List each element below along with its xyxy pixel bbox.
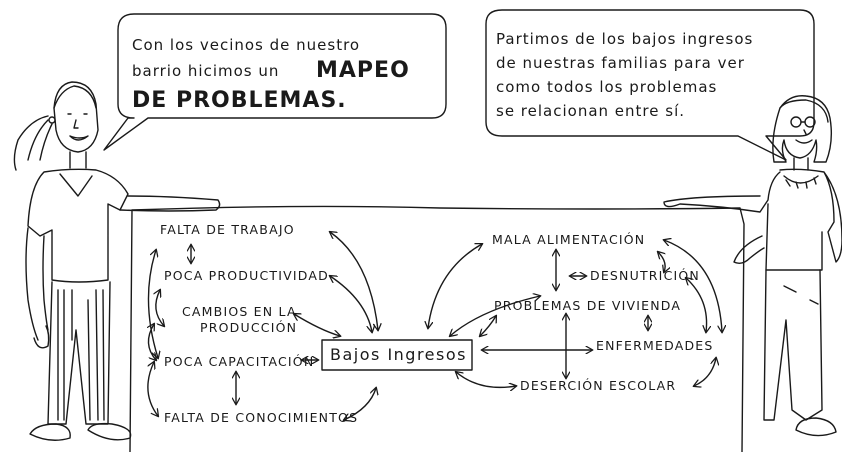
left-bubble-highlight-1: MAPEO	[316, 58, 410, 83]
right-woman	[663, 95, 842, 437]
node-enfermedades: ENFERMEDADES	[596, 338, 714, 353]
connection-arrows	[148, 232, 722, 420]
node-desercion-escolar: DESERCIÓN ESCOLAR	[520, 378, 677, 393]
left-speech-bubble	[103, 13, 447, 151]
left-bubble-line-2: barrio hicimos un	[132, 62, 280, 80]
center-node-box	[321, 339, 473, 371]
right-bubble-line-3: como todos los problemas	[496, 78, 718, 96]
node-cambios-produccion-1: CAMBIOS EN LA	[182, 304, 297, 319]
left-woman	[13, 81, 221, 441]
left-bubble-line-1: Con los vecinos de nuestro	[132, 36, 361, 54]
right-bubble-line-2: de nuestras familias para ver	[496, 54, 745, 72]
node-desnutricion: DESNUTRICIÓN	[590, 268, 700, 283]
board	[129, 205, 745, 453]
right-bubble-line-4: se relacionan entre sí.	[496, 102, 686, 120]
left-bubble-highlight-2: DE PROBLEMAS.	[132, 88, 347, 113]
node-mala-alimentacion: MALA ALIMENTACIÓN	[492, 232, 646, 247]
right-speech-bubble	[485, 9, 815, 161]
node-cambios-produccion-2: PRODUCCIÓN	[200, 320, 298, 335]
node-falta-de-trabajo: FALTA DE TRABAJO	[160, 222, 295, 237]
node-falta-de-conocimientos: FALTA DE CONOCIMIENTOS	[164, 410, 359, 425]
node-poca-productividad: POCA PRODUCTIVIDAD	[164, 268, 329, 283]
right-bubble-line-1: Partimos de los bajos ingresos	[496, 30, 754, 48]
node-poca-capacitacion: POCA CAPACITACIÓN	[164, 354, 315, 369]
node-problemas-de-vivienda: PROBLEMAS DE VIVIENDA	[494, 298, 682, 313]
node-bajos-ingresos: Bajos Ingresos	[330, 345, 467, 364]
